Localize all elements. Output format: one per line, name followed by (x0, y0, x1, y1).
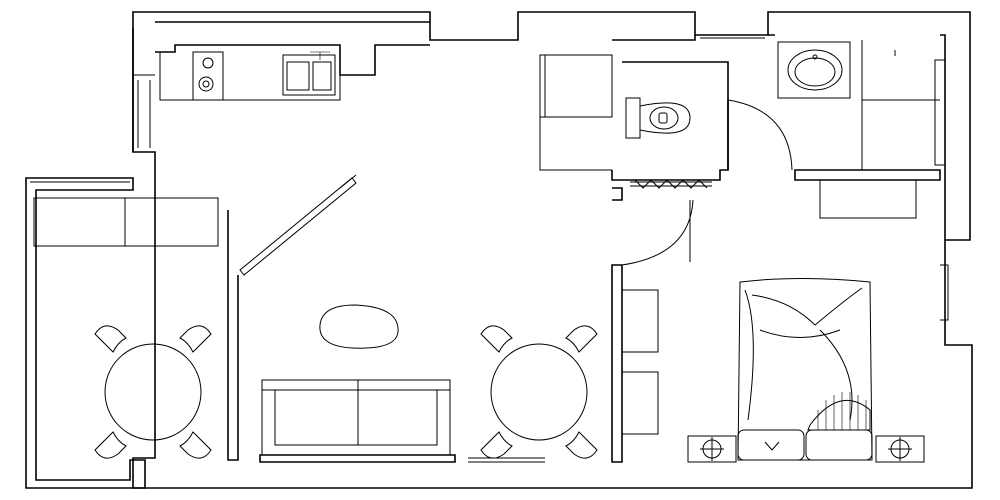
coffee-table (319, 304, 399, 349)
desk (819, 179, 917, 219)
bench (33, 197, 219, 247)
stove (192, 51, 224, 101)
bed (737, 278, 873, 461)
doors (621, 99, 793, 266)
chair (480, 325, 598, 459)
nightstand (687, 435, 737, 463)
sink (282, 51, 336, 96)
sofa (261, 379, 451, 456)
windows (133, 34, 949, 463)
partition-glass (239, 174, 357, 276)
dining-table (480, 325, 598, 459)
bath-cabinet (861, 40, 940, 170)
nightstand (875, 435, 925, 463)
shower (630, 179, 712, 189)
fridge (539, 54, 613, 171)
chair (94, 325, 212, 459)
kitchen-counter (159, 52, 341, 101)
washbasin (777, 41, 851, 99)
wardrobe (621, 289, 659, 435)
dining-table (94, 325, 212, 459)
toilet (625, 97, 691, 139)
walls (25, 11, 973, 489)
